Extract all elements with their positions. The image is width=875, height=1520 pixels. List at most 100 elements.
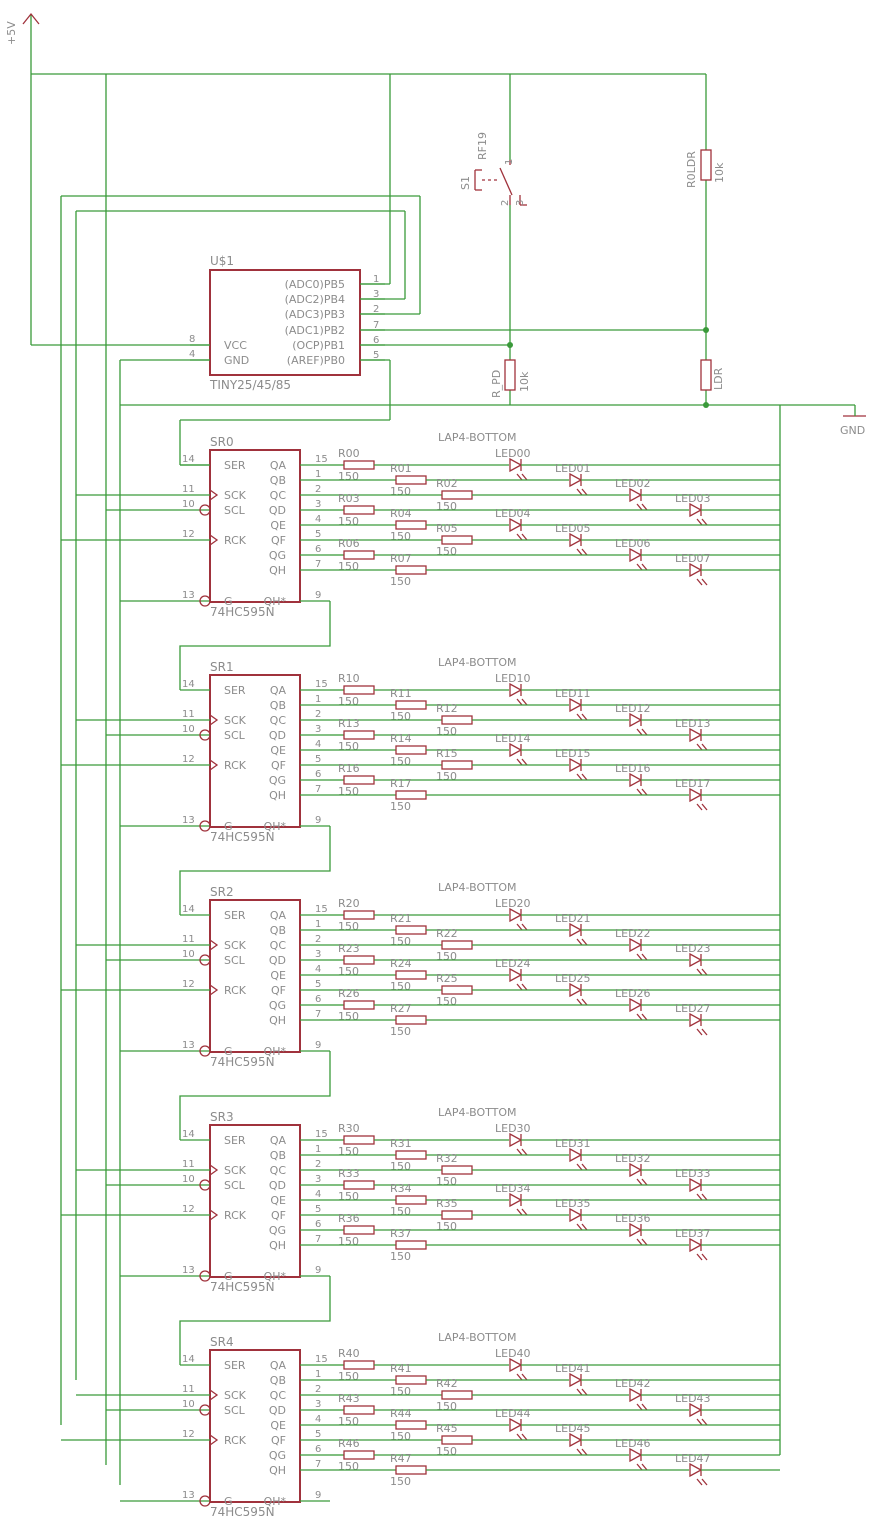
sr-right-pin-name: QE (270, 519, 286, 532)
led-arrow (701, 1193, 708, 1201)
led-arrow (696, 1253, 703, 1261)
led-arrow (516, 758, 523, 766)
led-arrow (576, 548, 583, 556)
resistor-value: 150 (338, 740, 359, 753)
led-arrow (636, 503, 643, 511)
led-arrow (521, 1148, 528, 1156)
resistor-name: R16 (338, 762, 360, 775)
led-name: LED44 (495, 1407, 531, 1420)
led-name: LED24 (495, 957, 531, 970)
led-diode (569, 757, 583, 773)
r0ldr-name: R0LDR (685, 151, 698, 188)
sr-left-pin-num: 14 (182, 679, 195, 690)
led-arrow (696, 803, 703, 811)
sr-right-pin-name: QA (270, 1134, 287, 1147)
led-arrow (641, 1463, 648, 1471)
resistor-name: R13 (338, 717, 360, 730)
led-diode (509, 1192, 523, 1208)
resistor (441, 985, 473, 995)
sr-right-pin-name: QE (270, 744, 286, 757)
led-name: LED26 (615, 987, 651, 1000)
led-arrow (576, 773, 583, 781)
led-name: LED30 (495, 1122, 531, 1135)
resistor-name: R21 (390, 912, 412, 925)
led-name: LED32 (615, 1152, 651, 1165)
sr-right-pin-num: 4 (315, 1414, 321, 1425)
led-diode (689, 952, 703, 968)
inverter-bubble (199, 954, 211, 966)
resistor-name: R02 (436, 477, 458, 490)
sr-left-pin-num: 12 (182, 1429, 195, 1440)
resistor (441, 1390, 473, 1400)
led-diode (689, 727, 703, 743)
led-array-label: LAP4-BOTTOM (438, 1331, 517, 1344)
resistor (395, 1420, 427, 1430)
resistor (441, 1435, 473, 1445)
led-diode (629, 1222, 643, 1238)
led-arrow (576, 1388, 583, 1396)
resistor-value: 150 (338, 1235, 359, 1248)
led-arrow (581, 488, 588, 496)
led-arrow (701, 1253, 708, 1261)
led-diode (629, 1162, 643, 1178)
vcc-label: +5V (5, 21, 18, 45)
sr-right-pin-name: QB (270, 1374, 286, 1387)
led-diode (569, 697, 583, 713)
sr-right-pin-name: QF (271, 759, 286, 772)
sr-part: 74HC595N (210, 1055, 275, 1069)
resistor (343, 1135, 375, 1145)
resistor (343, 1405, 375, 1415)
mcu-pin-name: (ADC0)PB5 (285, 278, 345, 291)
led-diode (689, 1177, 703, 1193)
sr-right-pin-name: QC (270, 714, 287, 727)
sr-left-pin-name: G (224, 1045, 233, 1058)
sr-right-pin-num: 15 (315, 1129, 328, 1140)
mcu-pin-num: 3 (373, 289, 379, 300)
ldr-name: LDR (712, 367, 725, 390)
resistor-name: R22 (436, 927, 458, 940)
sr-right-pin-name: QB (270, 474, 286, 487)
led-arrow (636, 1013, 643, 1021)
sr-right-pin-name: QA (270, 1359, 287, 1372)
resistor-value: 150 (390, 485, 411, 498)
led-arrow (636, 728, 643, 736)
sr-left-pin-num: 11 (182, 934, 195, 945)
sr-right-pin-num: 3 (315, 949, 321, 960)
sr-right-pin-num: 1 (315, 694, 321, 705)
sr-right-pin-num: 9 (315, 815, 321, 826)
resistor-value: 150 (338, 1190, 359, 1203)
led-arrow (516, 473, 523, 481)
gnd-label: GND (840, 424, 865, 437)
resistor-value: 150 (436, 950, 457, 963)
led-diode (509, 907, 523, 923)
ldr-sensor (700, 359, 712, 391)
sr-left-pin-num: 10 (182, 724, 195, 735)
led-diode (629, 1447, 643, 1463)
led-arrow (576, 938, 583, 946)
sr-left-pin-num: 12 (182, 979, 195, 990)
clock-marker (209, 759, 219, 771)
led-name: LED14 (495, 732, 531, 745)
sr-right-pin-name: QB (270, 924, 286, 937)
resistor-name: R11 (390, 687, 412, 700)
sr-left-pin-name: RCK (224, 1434, 247, 1447)
resistor (441, 490, 473, 500)
switch-s1 (474, 160, 527, 206)
sr-left-pin-name: RCK (224, 1209, 247, 1222)
sr-left-pin-name: SCK (224, 714, 247, 727)
sr-right-pin-num: 9 (315, 590, 321, 601)
resistor-value: 150 (390, 1025, 411, 1038)
resistor (395, 1240, 427, 1250)
resistor-name: R27 (390, 1002, 412, 1015)
led-diode (509, 1417, 523, 1433)
sr-name: SR1 (210, 660, 234, 674)
led-diode (569, 532, 583, 548)
sr-left-pin-name: SCL (224, 954, 246, 967)
inverter-bubble (199, 1045, 211, 1057)
resistor (343, 460, 375, 470)
led-arrow (581, 998, 588, 1006)
sr-left-pin-num: 12 (182, 529, 195, 540)
resistor (395, 700, 427, 710)
